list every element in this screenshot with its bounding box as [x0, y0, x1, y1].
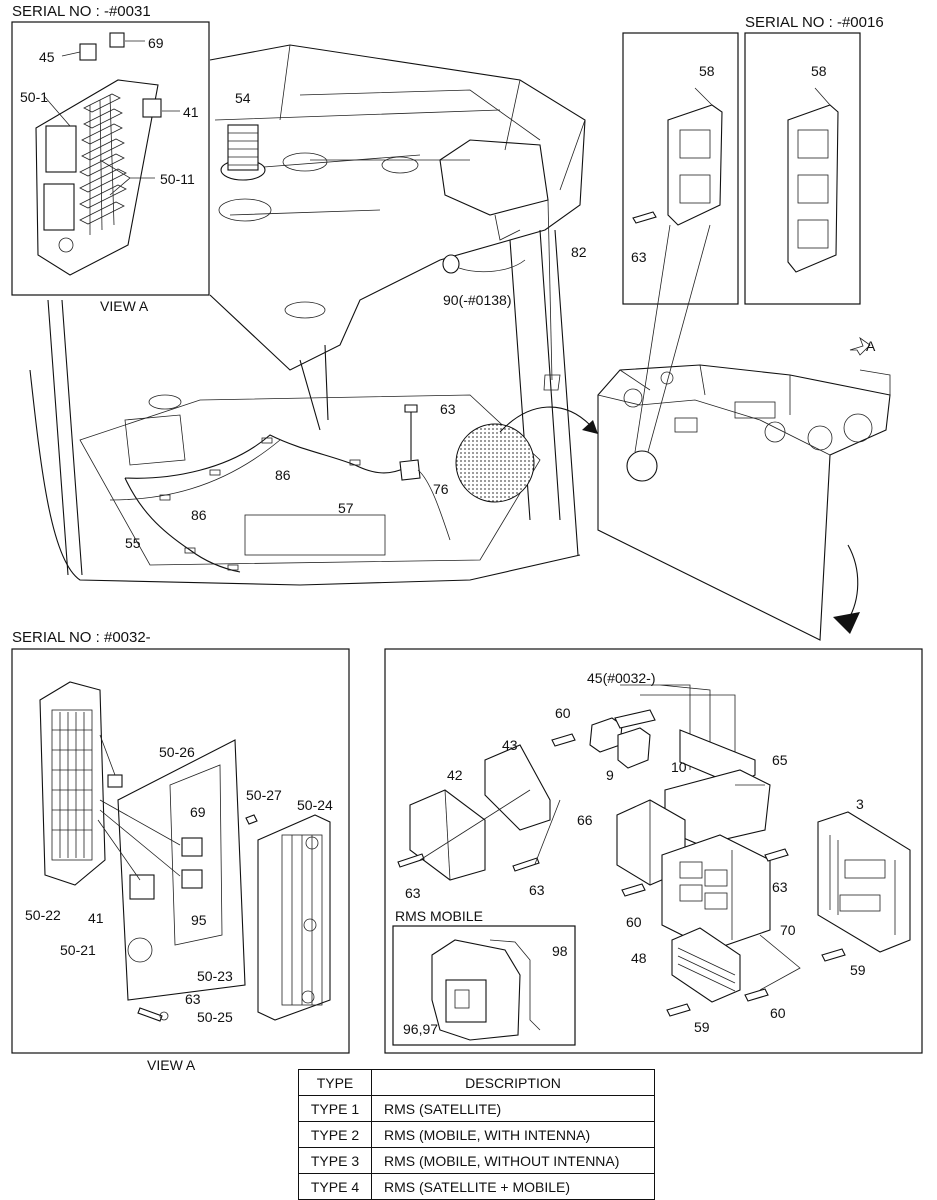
callout: 60 — [770, 1005, 786, 1021]
callout: 60 — [555, 705, 571, 721]
table-row: TYPE 1 RMS (SATELLITE) — [298, 1095, 655, 1122]
callout: 58 — [699, 63, 715, 79]
callout: 50-23 — [197, 968, 233, 984]
rms-frame — [384, 648, 923, 1054]
callout: 98 — [552, 943, 568, 959]
callout: 65 — [772, 752, 788, 768]
callout: 59 — [694, 1019, 710, 1035]
callout: 57 — [338, 500, 354, 516]
callout: 45 — [39, 49, 55, 65]
callout: 10 — [671, 759, 687, 775]
callout: 86 — [191, 507, 207, 523]
header-type: TYPE — [298, 1069, 372, 1096]
serial-mid-left: SERIAL NO : #0032- — [12, 629, 151, 646]
rms-mobile-title: RMS MOBILE — [395, 908, 483, 924]
rms-assembly — [397, 684, 911, 1041]
callout: 95 — [191, 912, 207, 928]
table-row: TYPE 4 RMS (SATELLITE + MOBILE) — [298, 1173, 655, 1200]
callout: 41 — [88, 910, 104, 926]
type-cell: TYPE 1 — [298, 1095, 372, 1122]
serial-top-right: SERIAL NO : -#0016 — [745, 14, 884, 31]
callout: 50-26 — [159, 744, 195, 760]
callout: 96,97 — [403, 1021, 439, 1037]
callout: 9 — [606, 767, 614, 783]
callout: 66 — [577, 812, 593, 828]
rms-mobile-frame — [392, 925, 576, 1046]
callout: 50-25 — [197, 1009, 233, 1025]
callout: 69 — [190, 804, 206, 820]
callout: 63 — [185, 991, 201, 1007]
controller-frame-b — [744, 32, 861, 305]
callout: 63 — [631, 249, 647, 265]
callout: 60 — [626, 914, 642, 930]
zoom-circle — [455, 423, 535, 503]
callout: 63 — [440, 401, 456, 417]
arrow-a-label: A — [866, 338, 876, 354]
callout: 48 — [631, 950, 647, 966]
view-a-top-frame — [11, 21, 210, 296]
table-row: TYPE 3 RMS (MOBILE, WITHOUT INTENNA) — [298, 1147, 655, 1174]
type-cell: TYPE 4 — [298, 1173, 372, 1200]
callout: 63 — [772, 879, 788, 895]
callout: 82 — [571, 244, 587, 260]
callout: 50-1 — [20, 89, 49, 105]
callout: 63 — [529, 882, 545, 898]
callout: 50-27 — [246, 787, 282, 803]
callout: 50-22 — [25, 907, 61, 923]
description-cell: RMS (MOBILE, WITH INTENNA) — [371, 1121, 655, 1148]
view-a-bottom-label: VIEW A — [147, 1057, 196, 1073]
dash-panel — [597, 336, 891, 641]
callout: 50-21 — [60, 942, 96, 958]
description-cell: RMS (MOBILE, WITHOUT INTENNA) — [371, 1147, 655, 1174]
controller-frame-a — [622, 32, 739, 305]
callout: 55 — [125, 535, 141, 551]
type-cell: TYPE 3 — [298, 1147, 372, 1174]
callout: 50-11 — [160, 171, 195, 187]
controller-old-a — [632, 87, 723, 226]
type-description-table: TYPE DESCRIPTION TYPE 1 RMS (SATELLITE) … — [298, 1069, 655, 1200]
description-cell: RMS (SATELLITE) — [371, 1095, 655, 1122]
fuse-board-new — [39, 681, 331, 1022]
callout: 41 — [183, 104, 199, 120]
truck-body — [29, 44, 586, 586]
controller-old-b — [787, 87, 839, 273]
table-header-row: TYPE DESCRIPTION — [298, 1069, 655, 1096]
callout: 86 — [275, 467, 291, 483]
callout: 50-24 — [297, 797, 333, 813]
callout: 58 — [811, 63, 827, 79]
fuse-board-old — [35, 32, 180, 276]
callout: 54 — [235, 90, 251, 106]
view-a-top-label: VIEW A — [100, 298, 149, 314]
callout: 63 — [405, 885, 421, 901]
callout: 42 — [447, 767, 463, 783]
header-description: DESCRIPTION — [371, 1069, 655, 1096]
callout: 45(#0032-) — [587, 670, 656, 686]
view-a-bottom-frame — [11, 648, 350, 1054]
callout: 76 — [433, 481, 449, 497]
table-row: TYPE 2 RMS (MOBILE, WITH INTENNA) — [298, 1121, 655, 1148]
callout: 69 — [148, 35, 164, 51]
callout: 90(-#0138) — [443, 292, 512, 308]
callout: 43 — [502, 737, 518, 753]
callout: 59 — [850, 962, 866, 978]
callout: 70 — [780, 922, 796, 938]
type-cell: TYPE 2 — [298, 1121, 372, 1148]
description-cell: RMS (SATELLITE + MOBILE) — [371, 1173, 655, 1200]
serial-top-left: SERIAL NO : -#0031 — [12, 3, 151, 20]
callout: 3 — [856, 796, 864, 812]
